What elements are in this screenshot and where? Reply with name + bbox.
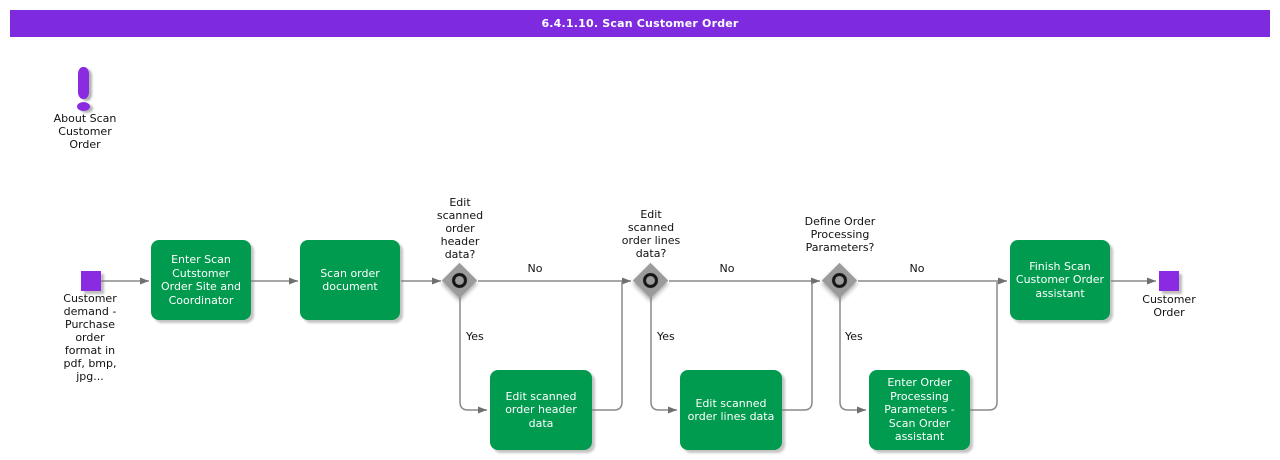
edge-enter-params-return — [970, 282, 998, 411]
exclamation-bar — [78, 67, 89, 99]
gateway1-no-label: No — [527, 262, 543, 275]
task-label: Edit scanned order header data — [505, 389, 577, 430]
gateway-circle-icon — [452, 273, 467, 288]
gateway3-no-label: No — [909, 262, 925, 275]
task-edit-scanned-order-lines-data[interactable]: Edit scanned order lines data — [680, 370, 782, 450]
edge-edit-header-return — [592, 282, 623, 411]
edge-gateway1-yes — [459, 297, 487, 414]
page-title: 6.4.1.10. Scan Customer Order — [541, 17, 739, 30]
exclamation-icon — [76, 67, 92, 113]
end-event-square[interactable] — [1159, 271, 1179, 291]
gateway2-no-label: No — [719, 262, 735, 275]
task-enter-order-processing-parameters[interactable]: Enter Order Processing Parameters - Scan… — [869, 370, 970, 450]
gateway3-question-label: Define Order Processing Parameters? — [804, 215, 876, 254]
task-enter-scan-customer-order-site[interactable]: Enter Scan Cutstomer Order Site and Coor… — [151, 240, 251, 320]
gateway2-question-label: Edit scanned order lines data? — [621, 208, 681, 260]
edge-gateway3-yes — [839, 297, 866, 414]
task-label: Scan order document — [320, 266, 380, 294]
gateway2-yes-label: Yes — [657, 330, 675, 343]
end-event-label: Customer Order — [1142, 293, 1196, 319]
edge-gateway2-yes — [650, 297, 677, 414]
gateway-circle-icon — [832, 273, 847, 288]
task-edit-scanned-order-header-data[interactable]: Edit scanned order header data — [490, 370, 592, 450]
gateway3-yes-label: Yes — [845, 330, 863, 343]
title-bar: 6.4.1.10. Scan Customer Order — [10, 10, 1270, 37]
task-label: Enter Order Processing Parameters - Scan… — [884, 376, 955, 444]
about-label: About Scan Customer Order — [53, 112, 117, 151]
exclamation-dot — [77, 102, 90, 111]
start-event-label: Customer demand - Purchase order format … — [63, 292, 117, 383]
gateway1-yes-label: Yes — [466, 330, 484, 343]
task-label: Enter Scan Cutstomer Order Site and Coor… — [160, 253, 242, 307]
task-label: Finish Scan Customer Order assistant — [1015, 259, 1105, 300]
start-event-square[interactable] — [81, 271, 101, 291]
task-finish-scan-customer-order-assistant[interactable]: Finish Scan Customer Order assistant — [1010, 240, 1110, 320]
edge-edit-lines-return — [782, 282, 813, 411]
gateway-circle-icon — [643, 273, 658, 288]
gateway1-question-label: Edit scanned order header data? — [436, 196, 484, 261]
task-scan-order-document[interactable]: Scan order document — [300, 240, 400, 320]
task-label: Edit scanned order lines data — [687, 396, 775, 424]
about-link[interactable]: About Scan Customer Order — [40, 60, 132, 160]
